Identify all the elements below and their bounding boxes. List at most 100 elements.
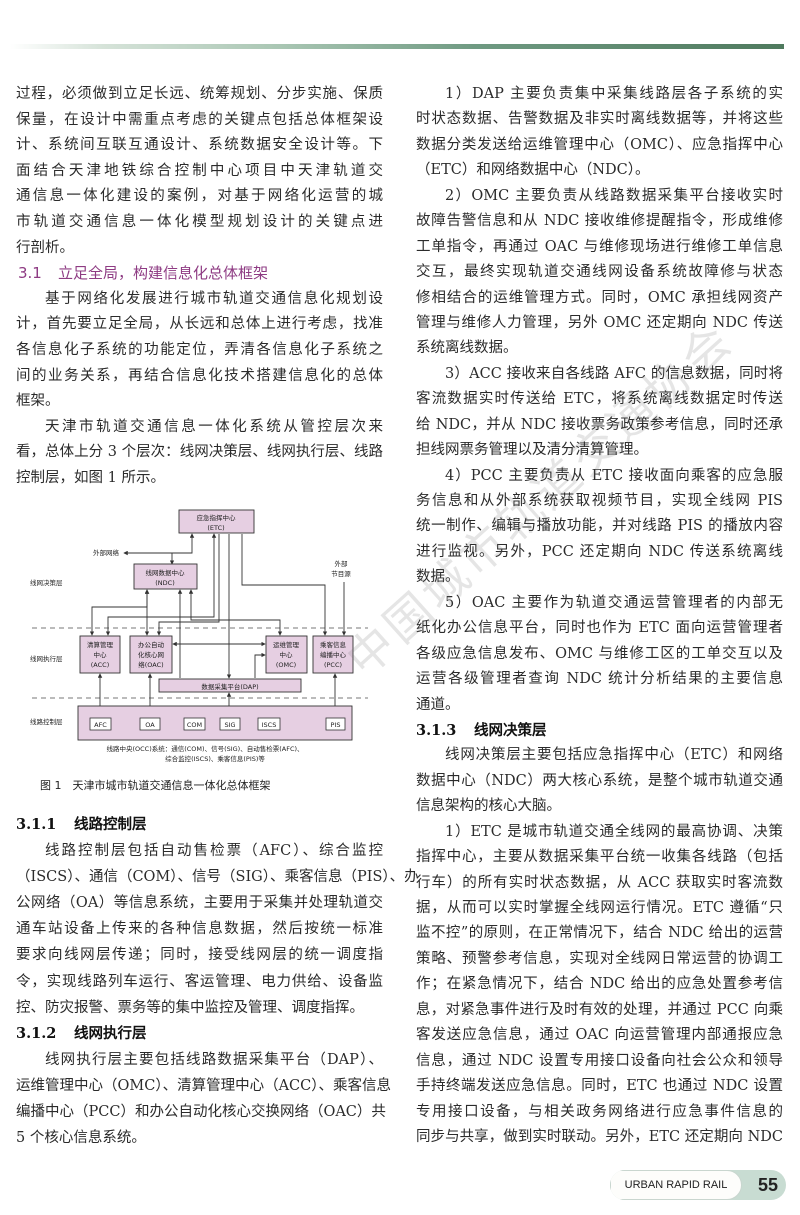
sig-label: SIG [224, 721, 235, 729]
dap-box [158, 678, 302, 693]
paragraph-line: 客发送应急信息，通过 OAC 向运营管理内部通报应急 [416, 1027, 783, 1044]
paragraph-line: 运维管理中心（OMC）、清算管理中心（ACC）、乘客信息 [16, 1077, 391, 1094]
paragraph-line: 过程，必须做到立足长远、统筹规划、分步实施、保质 [16, 86, 383, 102]
pcc-label: 编播中心 [320, 650, 347, 659]
arrow-acc-etc [105, 533, 217, 636]
com-label: COM [187, 721, 202, 729]
paragraph-line: 控制层，如图 1 所示。 [16, 469, 165, 486]
paragraph-line: 5）OAC 主要作为轨道交通运营管理者的内部无 [445, 594, 783, 611]
paragraph-line: 行车）的所有实时状态数据，从 ACC 获取实时客流数 [416, 874, 783, 891]
paragraph-line: 市轨道交通信息一体化模型规划设计的关键点进 [16, 213, 383, 230]
paragraph-line: 系统离线数据。 [416, 340, 518, 357]
paragraph-line: 公网络（OA）等信息系统，主要用于采集并处理轨道交 [16, 895, 383, 912]
paragraph-line: 息，对紧急事件进行及时有效的处理，并通过 PCC 向乘 [416, 1001, 783, 1018]
right-column: 1）DAP 主要负责集中采集线路层各子系统的实时状态数据、告警数据及非实时离线数… [416, 82, 783, 1150]
paragraph-line: 进行监视。另外，PCC 还定期向 NDC 传送系统离线 [416, 543, 783, 560]
paragraph-line: 2）OMC 主要负责从线路数据采集平台接收实时 [445, 187, 783, 204]
paragraph-line: 故障告警信息和从 NDC 接收维修提醒指令，形成维修 [416, 213, 783, 230]
etc-box [178, 509, 255, 534]
paragraph-line: 面结合天津地铁综合控制中心项目中天津轨道交 [16, 162, 383, 179]
arrow-ndc-omc [188, 589, 283, 636]
oa-label: OA [145, 721, 155, 729]
ndc-abbr: (NDC) [155, 579, 174, 587]
section-title: 线网决策层 [474, 722, 547, 739]
paragraph-line: 数据中心（NDC）两大核心系统，是整个城市轨道交通 [416, 772, 783, 789]
paragraph-line: 间的业务关系，再结合信息化技术搭建信息化的总体 [16, 367, 383, 384]
omc-label: 运维管理 [273, 640, 300, 649]
oac-label: 办公自动 [138, 640, 165, 649]
paragraph-line: （ISCS）、通信（COM）、信号（SIG）、乘客信息（PIS）、办 [16, 869, 419, 886]
paragraph-line: （ETC）和网络数据中心（NDC）。 [416, 162, 650, 179]
paragraph-line: 5 个核心信息系统。 [16, 1130, 146, 1147]
paragraph-line: 信息架构的核心大脑。 [416, 798, 561, 815]
paragraph-line: 运营各级管理者查询 NDC 统计分析结果的主要信息 [416, 671, 783, 688]
section-number: 3.1.1 [16, 816, 57, 833]
paragraph-line: 作；在紧急情况下，结合 NDC 给出的应急处置参考信 [416, 976, 783, 993]
etc-label: 应急指挥中心 [197, 513, 237, 522]
paragraph-line: 计、系统间互联互通设计、系统数据安全设计等。下 [16, 137, 383, 154]
paragraph-line: 监不控”的原则，在正常情况下，结合 NDC 给出的运营 [416, 925, 783, 942]
paragraph-line: 通道。 [416, 696, 460, 713]
paragraph-line: 时状态数据、告警数据及非实时离线数据等，并将这些 [416, 111, 783, 128]
paragraph-line: 通车站设备上传来的各种信息数据，然后按统一标准 [16, 921, 383, 938]
paragraph-line: 统一制作、编辑与播放功能，并对线路 PIS 的播放内容 [416, 518, 783, 535]
paragraph-line: 指挥中心，主要从数据采集平台统一收集各线路（包括 [416, 849, 783, 866]
arrow-dap-omc [254, 652, 266, 678]
paragraph-line: 计，首先要立足全局，从长远和总体上进行考虑，找准 [16, 316, 383, 333]
paragraph-line: 通信息一体化建设的案例，对基于网络化运营的城 [16, 188, 383, 205]
line-control-box [77, 705, 353, 741]
paragraph-line: 修相结合的运维管理方式。同时，OMC 承担线网资产 [416, 289, 783, 306]
paragraph-line: 信息，通过 NDC 设置专用接口设备向社会公众和领导 [416, 1052, 783, 1069]
paragraph-line: 控、防灾报警、票务等的集中监控及管理、调度指挥。 [16, 999, 364, 1016]
paragraph-line: 行剖析。 [16, 239, 74, 256]
paragraph-line: 1）DAP 主要负责集中采集线路层各子系统的实 [445, 86, 783, 102]
paragraph-line: 手持终端发送应急信息。同时，ETC 也通过 NDC 设置 [416, 1078, 783, 1095]
oac-label: 化核心网 [138, 650, 164, 659]
journal-name: URBAN RAPID RAIL TRANSIT [610, 1170, 742, 1200]
paragraph-line: 3）ACC 接收来自各线路 AFC 的信息数据，同时将 [445, 365, 783, 382]
section-title: 立足全局，构建信息化总体框架 [58, 264, 269, 283]
oac-box [129, 635, 173, 674]
omc-label: (OMC) [276, 661, 296, 669]
layer-label-control: 线路控制层 [30, 717, 63, 726]
paragraph-line: 客流数据实时传送给 ETC，将系统离线数据定时传送 [416, 391, 783, 408]
paragraph-line: 专用接口设备，与相关政务网络进行应急事件信息的 [416, 1103, 783, 1120]
external-source-label: 外部 [335, 559, 349, 568]
page-number: 55 [757, 1175, 778, 1195]
pcc-box [312, 635, 354, 674]
oac-label: 络(OAC) [138, 660, 163, 669]
paragraph-line: 同步与共享，做到实时联动。另外，ETC 还定期向 NDC [416, 1128, 783, 1145]
paragraph-line: 交互，最终实现轨道交通线网设备系统故障修与状态 [416, 264, 783, 281]
paragraph-line: 各级应急信息发布、OMC 与维修工区的工单交互以及 [416, 645, 783, 662]
paragraph-line: 线网决策层主要包括应急指挥中心（ETC）和网络 [445, 747, 783, 764]
left-column-top: 过程，必须做到立足长远、统筹规划、分步实施、保质保量，在设计中需重点考虑的关键点… [16, 82, 383, 492]
footer-badge: URBAN RAPID RAIL TRANSIT 55 [610, 1170, 786, 1200]
pcc-label: 乘客信息 [320, 640, 347, 649]
figure-note: 综合监控(ISCS)、乘客信息(PIS)等 [165, 754, 265, 763]
paragraph-line: 令，实现线路列车运行、客运管理、电力供给、设备监 [16, 973, 383, 990]
paragraph-line: 4）PCC 主要负责从 ETC 接收面向乘客的应急服 [445, 467, 783, 484]
paragraph-line: 担线网票务管理以及清分清算管理。 [416, 442, 648, 459]
paragraph-line: 要求向线网层传递；同时，接受线网层的统一调度指 [16, 947, 383, 964]
paragraph-line: 线路控制层包括自动售检票（AFC）、综合监控 [45, 843, 383, 860]
paragraph-line: 数据。 [416, 569, 460, 586]
acc-label: 中心 [94, 650, 108, 659]
paragraph-line: 框架。 [16, 393, 60, 410]
omc-label: 中心 [280, 650, 294, 659]
paragraph-line: 纸化办公信息平台，同时也作为 ETC 面向运营管理者 [416, 620, 783, 637]
ndc-label: 线网数据中心 [146, 568, 186, 577]
iscs-label: ISCS [262, 721, 277, 729]
paragraph-line: 编播中心（PCC）和办公自动化核心交换网络（OAC）共 [16, 1104, 386, 1121]
arrow-ndc-etc [169, 533, 195, 565]
figure-1-framework-diagram: 应急指挥中心 (ETC) 线网数据中心 (NDC) 外部网络 外部 节目源 清算… [30, 509, 368, 792]
acc-label: 清算管理 [87, 640, 114, 649]
paragraph-line: 基于网络化发展进行城市轨道交通信息化规划设 [45, 290, 383, 307]
section-number: 3.1.3 [416, 721, 457, 739]
paragraph-line: 线网执行层主要包括线路数据采集平台（DAP）、 [45, 1051, 383, 1068]
paragraph-line: 看，总体上分 3 个层次：线网决策层、线网执行层、线路 [16, 444, 383, 461]
paragraph-line: 保量，在设计中需重点考虑的关键点包括总体框架设 [16, 111, 383, 128]
layer-label-decision: 线网决策层 [30, 578, 63, 587]
